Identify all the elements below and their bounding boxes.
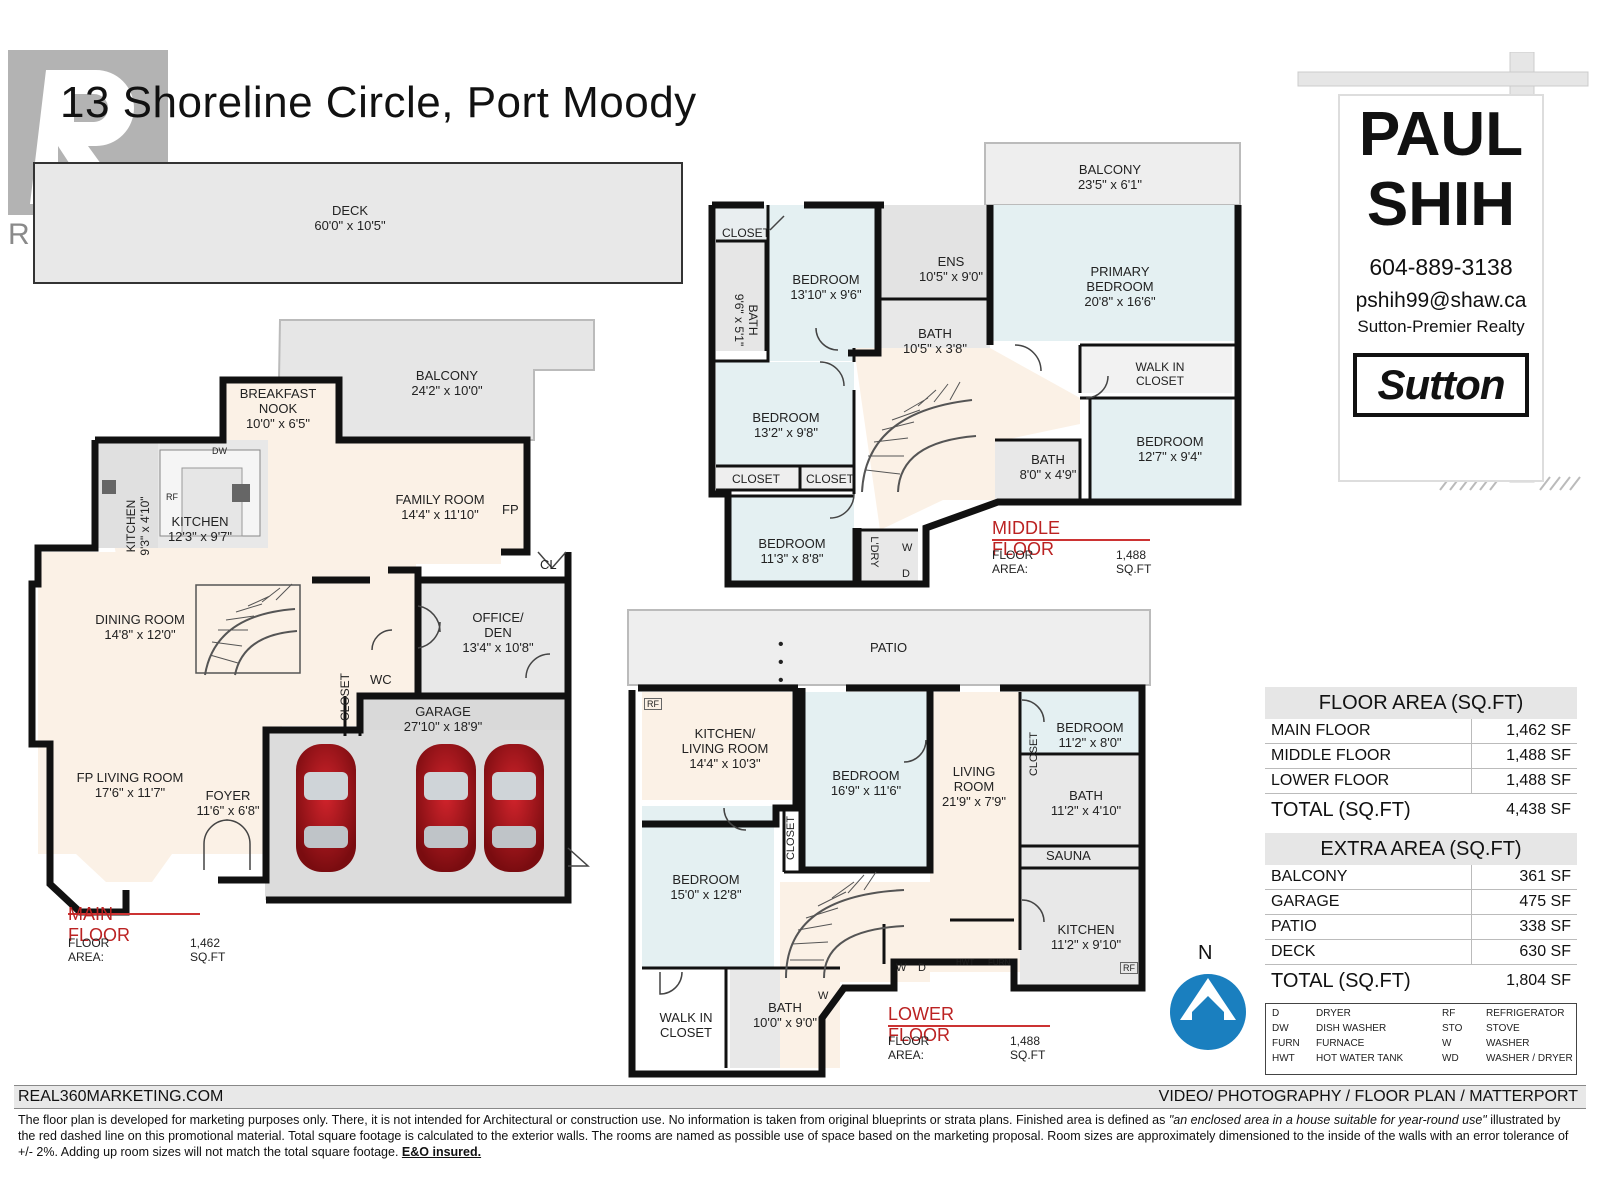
label-fp-family: FP [502,502,519,517]
room-breakfast-nook: BREAKFAST NOOK 10'0" x 6'5" [239,386,317,431]
room-middle-bedroom-4: BEDROOM 11'3" x 8'8" [758,536,826,566]
label-lower-washer-2: W [818,990,829,1002]
room-ensuite: ENS 10'5" x 9'0" [918,254,984,284]
agent-phone: 604-889-3138 [1369,254,1513,280]
room-primary-bedroom: PRIMARY BEDROOM 20'8" x 16'6" [1084,264,1156,309]
garage-car-icon [416,744,476,872]
label-middle-closet-2: CLOSET [732,472,781,486]
room-kitchen-small: KITCHEN 9'3" x 4'10" [124,496,152,556]
lower-patio-area [627,609,1151,686]
room-office: OFFICE/ DEN 13'4" x 10'8" [462,610,534,655]
north-label: N [1198,942,1213,964]
table-total-row: TOTAL (SQ.FT)1,804 SF [1271,969,1571,992]
footer-services: VIDEO/ PHOTOGRAPHY / FLOOR PLAN / MATTER… [1158,1088,1578,1105]
label-middle-closet: CLOSET [722,226,771,240]
room-lower-walk-in-closet: WALK IN CLOSET [659,1010,713,1040]
label-rf: RF [166,492,178,502]
table-total-row: TOTAL (SQ.FT)4,438 SF [1271,798,1571,821]
room-lower-bedroom-1: BEDROOM 16'9" x 11'6" [830,768,902,798]
middle-floor-area-label: FLOOR AREA: [992,548,1034,576]
patio-dots: • • • [778,636,788,689]
room-foyer: FOYER 11'6" x 6'8" [196,788,260,818]
sutton-logo: Sutton [1353,353,1529,417]
label-lower-closet: CLOSET [1028,732,1040,777]
room-lower-bath: BATH 11'2" x 4'10" [1050,788,1122,818]
room-living: FP LIVING ROOM 17'6" x 11'7" [76,770,184,800]
label-patio: PATIO [870,640,908,655]
room-lower-bedroom-3: BEDROOM 15'0" x 12'8" [670,872,742,902]
floor-area-header: FLOOR AREA (SQ.FT) [1265,687,1577,719]
footer-website: REAL360MARKETING.COM [18,1088,224,1105]
room-family: FAMILY ROOM 14'4" x 11'10" [395,492,485,522]
room-middle-bedroom-2: BEDROOM 13'2" x 9'8" [752,410,820,440]
footer-bar [14,1085,1586,1109]
lower-floor-label: LOWER FLOOR [888,1004,955,1045]
room-deck: DECK 60'0" x 10'5" [314,203,386,233]
label-hwt: HWT [956,958,975,967]
label-main-closet: CLOSET [338,673,352,722]
middle-floor-label: MIDDLE FLOOR [992,518,1061,559]
north-compass-icon [1170,974,1246,1050]
room-kitchen-living: KITCHEN/ LIVING ROOM 14'4" x 10'3" [681,726,769,771]
extra-area-header: EXTRA AREA (SQ.FT) [1265,833,1577,865]
room-lower-living: LIVING ROOM 21'9" x 7'9" [941,764,1007,809]
label-lower-washer: W [896,962,907,974]
label-washer: W [902,542,913,554]
main-deck-area [33,162,683,284]
lower-floor-area-value: 1,488 SQ.FT [1010,1034,1046,1062]
label-lower-rf: RF [644,698,662,710]
room-kitchen: KITCHEN 12'3" x 9'7" [167,514,233,544]
garage-car-icon [484,744,544,872]
label-middle-closet-3: CLOSET [806,472,855,486]
main-floor-area-value: 1,462 SQ.FT [190,936,226,964]
lower-floor-area-label: FLOOR AREA: [888,1034,930,1062]
room-middle-bedroom-3: BEDROOM 12'7" x 9'4" [1136,434,1204,464]
agent-card: PAUL SHIH 604-889-3138 pshih99@shaw.ca S… [1338,94,1544,482]
label-wc: WC [370,672,392,687]
main-floor-area-label: FLOOR AREA: [68,936,110,964]
room-middle-balcony: BALCONY 23'5" x 6'1" [1077,162,1143,192]
room-middle-bath-small: BATH 9'6" x 5'1" [732,293,760,347]
room-lower-kitchen: KITCHEN 11'2" x 9'10" [1050,922,1122,952]
room-middle-bath-mid: BATH 10'5" x 3'8" [902,326,968,356]
page-title: 13 Shoreline Circle, Port Moody [60,78,697,127]
room-walk-in-closet: WALK IN CLOSET [1135,360,1185,388]
floor-plan-drawing [28,142,1246,1078]
main-floor-label: MAIN FLOOR [68,904,131,945]
agent-email: pshih99@shaw.ca [1355,289,1527,312]
room-lower-bedroom-2: BEDROOM 11'2" x 8'0" [1056,720,1124,750]
label-lower-dryer: D [918,962,926,974]
disclaimer-text: The floor plan is developed for marketin… [18,1113,1569,1159]
room-dining: DINING ROOM 14'8" x 12'0" [95,612,185,642]
label-lower-rf-2: RF [1120,962,1138,974]
label-dw: DW [212,446,227,456]
room-lower-bath-2: BATH 10'0" x 9'0" [752,1000,818,1030]
middle-floor-area-value: 1,488 SQ.FT [1116,548,1152,576]
label-dryer: D [902,568,910,580]
label-laundry: L'DRY [868,536,880,568]
room-garage: GARAGE 27'10" x 18'9" [403,704,483,734]
room-main-balcony: BALCONY 24'2" x 10'0" [411,368,483,398]
label-sauna: SAUNA [1046,848,1091,863]
room-middle-bedroom-1: BEDROOM 13'10" x 9'6" [790,272,862,302]
agent-name-first: PAUL [1358,100,1524,169]
agent-name-last: SHIH [1366,170,1516,239]
label-lower-closet-2: CLOSET [785,816,797,861]
agent-company: Sutton-Premier Realty [1357,317,1525,336]
label-furnace: FURN [988,958,1011,967]
label-cl: CL [540,557,557,572]
room-middle-bath-3: BATH 8'0" x 4'9" [1019,452,1077,482]
middle-balcony-area [984,142,1241,206]
garage-car-icon [296,744,356,872]
